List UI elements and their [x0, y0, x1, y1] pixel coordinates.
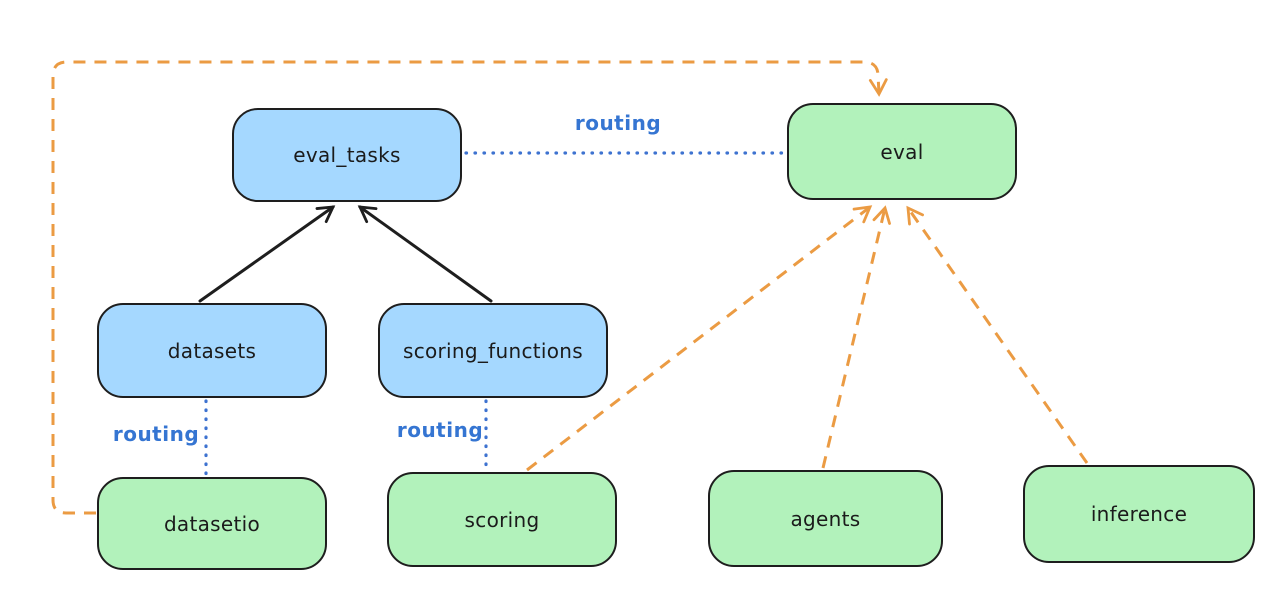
routing-label-datasets-datasetio: routing — [112, 422, 200, 446]
node-scoring: scoring — [387, 472, 617, 567]
node-inference-label: inference — [1090, 502, 1188, 526]
node-datasets-label: datasets — [167, 338, 257, 363]
node-eval-tasks: eval_tasks — [232, 108, 462, 202]
node-inference: inference — [1023, 465, 1255, 563]
node-scoring-functions-label: scoring_functions — [402, 338, 584, 363]
node-scoring-label: scoring — [464, 507, 540, 532]
node-datasetio-label: datasetio — [163, 511, 261, 536]
node-agents-label: agents — [790, 506, 861, 531]
node-scoring-functions: scoring_functions — [378, 303, 608, 398]
edge-datasetio-to-eval — [51, 60, 888, 515]
edge-scoring-to-eval — [526, 205, 873, 472]
routing-label-scoring-functions-scoring: routing — [396, 418, 484, 442]
edge-inference-to-eval — [906, 205, 1089, 464]
edge-agents-to-eval — [821, 205, 891, 469]
edge-datasets-to-eval-tasks — [198, 205, 336, 303]
node-agents: agents — [708, 470, 943, 567]
node-eval: eval — [787, 103, 1017, 200]
routing-label-eval-tasks-eval: routing — [574, 111, 662, 135]
edge-scoring-functions-to-eval-tasks — [357, 205, 493, 303]
node-datasets: datasets — [97, 303, 327, 398]
node-eval-label: eval — [880, 139, 924, 164]
node-datasetio: datasetio — [97, 477, 327, 570]
node-eval-tasks-label: eval_tasks — [293, 143, 401, 167]
